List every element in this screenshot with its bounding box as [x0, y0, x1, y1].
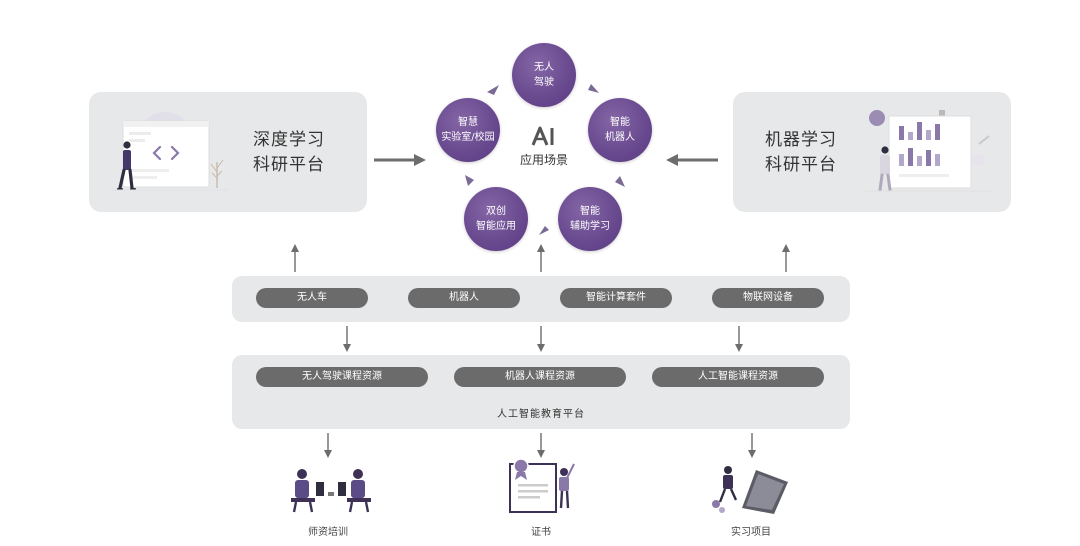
machine-learning-title-line2: 科研平台 [765, 155, 837, 175]
scene-smart-assisted-learning-line1: 智能 [580, 206, 600, 217]
internship-laptop-illustration [712, 466, 788, 514]
outcome-teacher-training: 师资培训 [308, 527, 348, 538]
scene-smart-assisted-learning: 智能 辅助学习 [558, 187, 622, 251]
outcome-internship-project: 实习项目 [731, 527, 771, 538]
scene-smart-lab-campus-line1: 智慧 [458, 117, 478, 128]
course-pill-ai: 人工智能课程资源 [652, 367, 824, 387]
machine-learning-platform-panel: 机器学习 科研平台 [733, 92, 1011, 212]
hardware-pill-compute-kit: 智能计算套件 [560, 288, 672, 308]
analytics-dashboard-illustration [865, 110, 993, 192]
scene-innovation-smart-apps-line1: 双创 [486, 206, 506, 217]
scene-cycle-arrows [465, 84, 625, 235]
machine-learning-title-line1: 机器学习 [765, 130, 837, 150]
outcome-certificate: 证书 [531, 527, 551, 538]
course-pill-autonomous-driving: 无人驾驶课程资源 [256, 367, 428, 387]
teacher-training-illustration [291, 469, 371, 513]
education-platform-band: 无人驾驶课程资源 机器人课程资源 人工智能课程资源 人工智能教育平台 [232, 355, 850, 429]
scene-smart-lab-campus: 智慧 实验室/校园 [436, 98, 500, 162]
center-scenes-hub: 应用场景 [506, 126, 582, 168]
deep-learning-title-line2: 科研平台 [253, 155, 325, 175]
hardware-band: 无人车 机器人 智能计算套件 物联网设备 [232, 276, 850, 322]
arrows-hardware-to-top [291, 244, 790, 272]
deep-learning-title-line1: 深度学习 [253, 130, 325, 150]
scene-smart-lab-campus-line2: 实验室/校园 [441, 132, 495, 143]
ai-logo-icon [531, 126, 554, 146]
scene-innovation-smart-apps-line2: 智能应用 [476, 221, 516, 232]
scene-smart-robot-line1: 智能 [610, 117, 630, 128]
arrows-platform-to-outcomes [324, 433, 756, 458]
hardware-pill-robot: 机器人 [408, 288, 520, 308]
scene-smart-robot: 智能 机器人 [588, 98, 652, 162]
scene-autonomous-driving-line2: 驾驶 [534, 77, 554, 88]
scene-autonomous-driving-line1: 无人 [534, 62, 554, 73]
scene-innovation-smart-apps: 双创 智能应用 [464, 187, 528, 251]
developer-screen-illustration [111, 112, 229, 191]
arrows-hardware-to-courses [343, 326, 743, 352]
arrow-left-platform-to-scenes [374, 154, 426, 166]
scene-smart-assisted-learning-line2: 辅助学习 [570, 221, 610, 232]
hardware-pill-autonomous-car: 无人车 [256, 288, 368, 308]
hardware-pill-iot-devices: 物联网设备 [712, 288, 824, 308]
deep-learning-platform-title: 深度学习 科研平台 [239, 128, 339, 178]
deep-learning-platform-panel: 深度学习 科研平台 [89, 92, 367, 212]
arrow-right-platform-to-scenes [666, 154, 718, 166]
certificate-illustration [509, 458, 575, 513]
center-scenes-label: 应用场景 [519, 153, 568, 167]
scene-autonomous-driving: 无人 驾驶 [512, 43, 576, 107]
course-pill-robot: 机器人课程资源 [454, 367, 626, 387]
machine-learning-platform-title: 机器学习 科研平台 [751, 128, 851, 178]
education-platform-label: 人工智能教育平台 [497, 409, 585, 420]
scene-smart-robot-line2: 机器人 [605, 132, 635, 143]
